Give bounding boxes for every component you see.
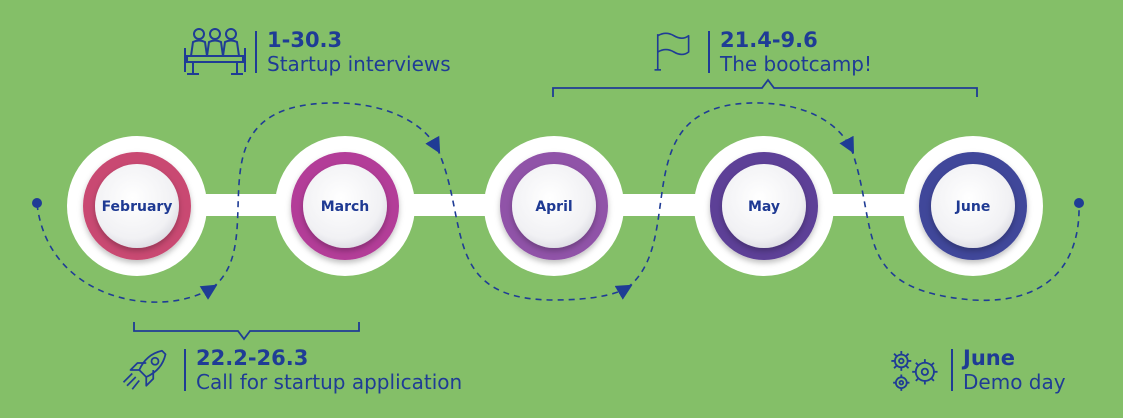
- month-node-june: June: [919, 152, 1027, 260]
- connector-may-upper: [626, 102, 855, 289]
- month-core-may: [722, 164, 806, 248]
- connector-june-lower: [850, 147, 1080, 301]
- annotation-bootcamp: 21.4-9.6 The bootcamp!: [648, 26, 872, 78]
- dashed-connectors: [36, 102, 1080, 303]
- connector-april-lower: [436, 147, 633, 301]
- meeting-table-icon: [184, 28, 246, 75]
- month-node-april: April: [500, 152, 608, 260]
- connector-feb-to-april: [211, 102, 441, 289]
- annotation-application: 22.2-26.3 Call for startup application: [120, 344, 462, 396]
- month-label-march: March: [321, 199, 370, 215]
- application-description: Call for startup application: [196, 369, 463, 394]
- month-node-february: February: [83, 152, 191, 260]
- month-label-june: June: [955, 199, 991, 215]
- annotation-interviews: 1-30.3 Startup interviews: [183, 26, 451, 78]
- month-core-april: [512, 164, 596, 248]
- application-date: 22.2-26.3: [196, 346, 309, 371]
- annotation-separator: [708, 31, 710, 73]
- interviews-description: Startup interviews: [267, 51, 451, 76]
- annotation-separator: [184, 349, 186, 391]
- start-dot: [32, 198, 42, 208]
- rocket-icon: [122, 349, 167, 390]
- month-label-may: May: [748, 199, 780, 215]
- application-bracket: [133, 322, 360, 341]
- annotation-demo: June Demo day: [885, 344, 1066, 396]
- month-node-may: May: [710, 152, 818, 260]
- month-core-march: [303, 164, 387, 248]
- month-node-march: March: [291, 152, 399, 260]
- demo-description: Demo day: [963, 369, 1066, 394]
- bootcamp-date: 21.4-9.6: [720, 28, 818, 53]
- bootcamp-description: The bootcamp!: [720, 51, 873, 76]
- month-core-february: [95, 164, 179, 248]
- flag-icon: [654, 32, 690, 71]
- bootcamp-bracket: [552, 78, 978, 97]
- interviews-date: 1-30.3: [267, 28, 343, 53]
- demo-date: June: [963, 346, 1015, 371]
- month-core-june: [931, 164, 1015, 248]
- gears-icon: [891, 350, 938, 391]
- annotation-separator: [951, 349, 953, 391]
- month-nodes: February March April May June: [83, 152, 1027, 260]
- month-label-february: February: [102, 199, 173, 215]
- annotation-separator: [255, 31, 257, 73]
- month-label-april: April: [535, 199, 572, 215]
- connector-start-arc: [36, 203, 218, 303]
- end-dot: [1074, 198, 1084, 208]
